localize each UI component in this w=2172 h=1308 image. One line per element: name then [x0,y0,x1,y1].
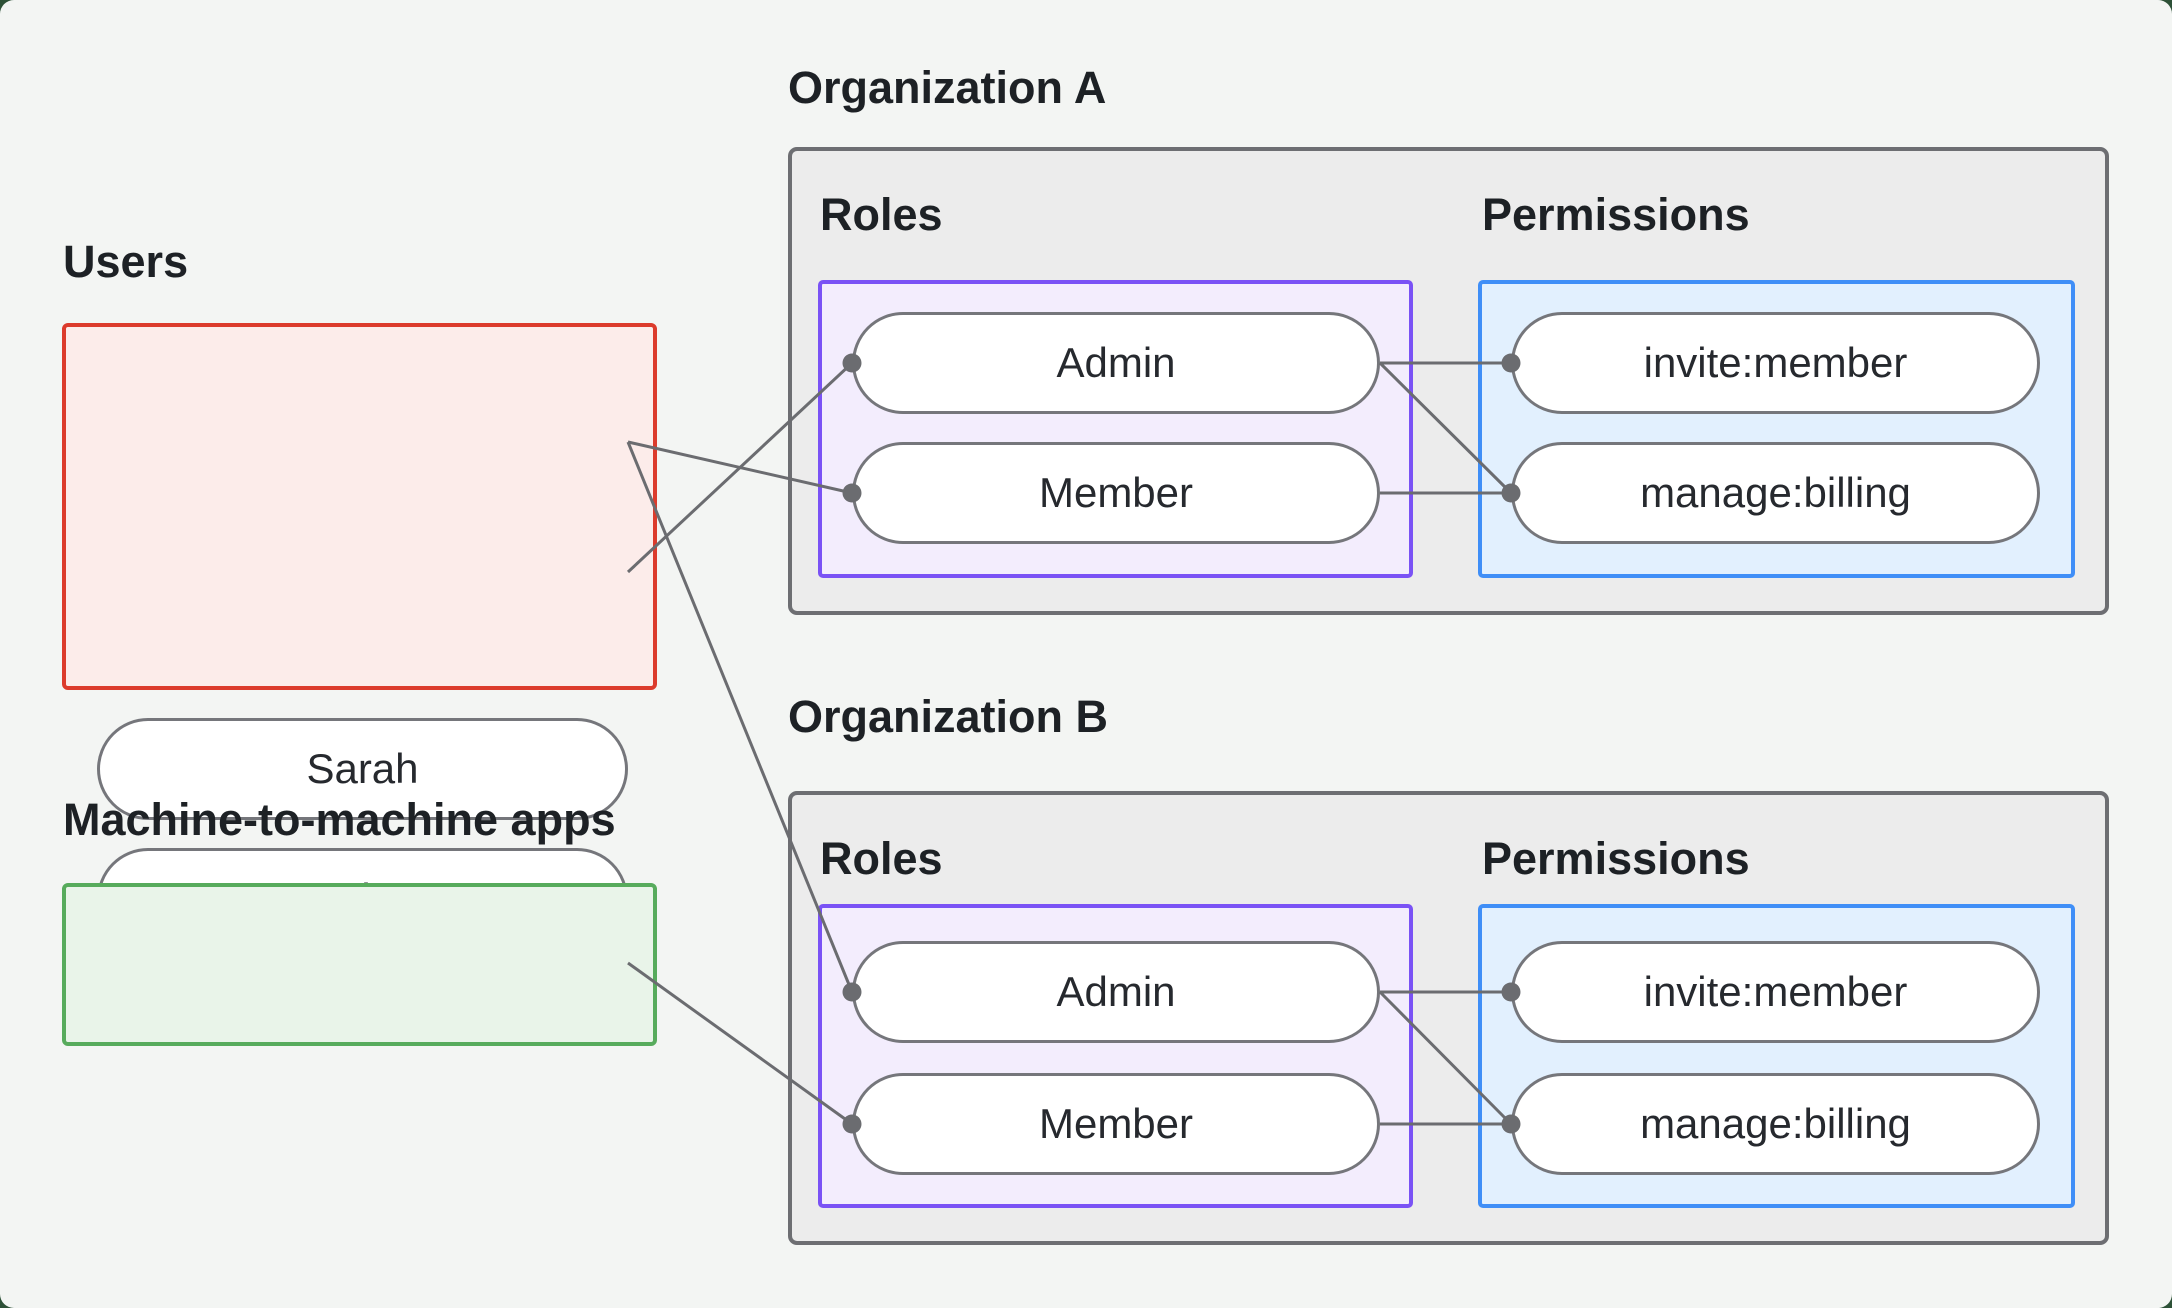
org-a-role-pill-member: Member [852,442,1380,544]
org-b-permission-pill-manage-billing: manage:billing [1511,1073,2040,1175]
org-a-roles-label: Roles [820,189,943,240]
org-b-role-admin-label: Admin [1056,968,1176,1015]
org-a-permission-pill-manage-billing: manage:billing [1511,442,2040,544]
org-b-roles-label: Roles [820,833,943,884]
org-b-permissions-label: Permissions [1482,833,1750,884]
org-a-title: Organization A [788,62,1107,113]
org-b-permission-invite-member-label: invite:member [1643,968,1908,1015]
org-a-role-pill-admin: Admin [852,312,1380,414]
org-b-role-member-label: Member [1038,1100,1194,1147]
users-section-title: Users [63,236,189,287]
org-b-title: Organization B [788,691,1109,742]
org-a-permission-pill-invite-member: invite:member [1511,312,2040,414]
org-b-permission-pill-invite-member: invite:member [1511,941,2040,1043]
org-a-role-member-label: Member [1038,469,1194,516]
org-a-permissions-label: Permissions [1482,189,1750,240]
org-b-permission-manage-billing-label: manage:billing [1640,1100,1911,1147]
users-group-box: Sarah John [62,323,657,950]
m2m-section-title: Machine-to-machine apps [63,794,616,845]
org-a-permission-invite-member-label: invite:member [1643,339,1908,386]
org-a-role-admin-label: Admin [1056,339,1176,386]
user-pill-sarah: Sarah [97,718,628,820]
m2m-group-box: M2M app [62,883,657,1046]
org-a-permission-manage-billing-label: manage:billing [1640,469,1911,516]
org-b-role-pill-member: Member [852,1073,1380,1175]
user-pill-sarah-label: Sarah [306,745,419,792]
org-b-role-pill-admin: Admin [852,941,1380,1043]
